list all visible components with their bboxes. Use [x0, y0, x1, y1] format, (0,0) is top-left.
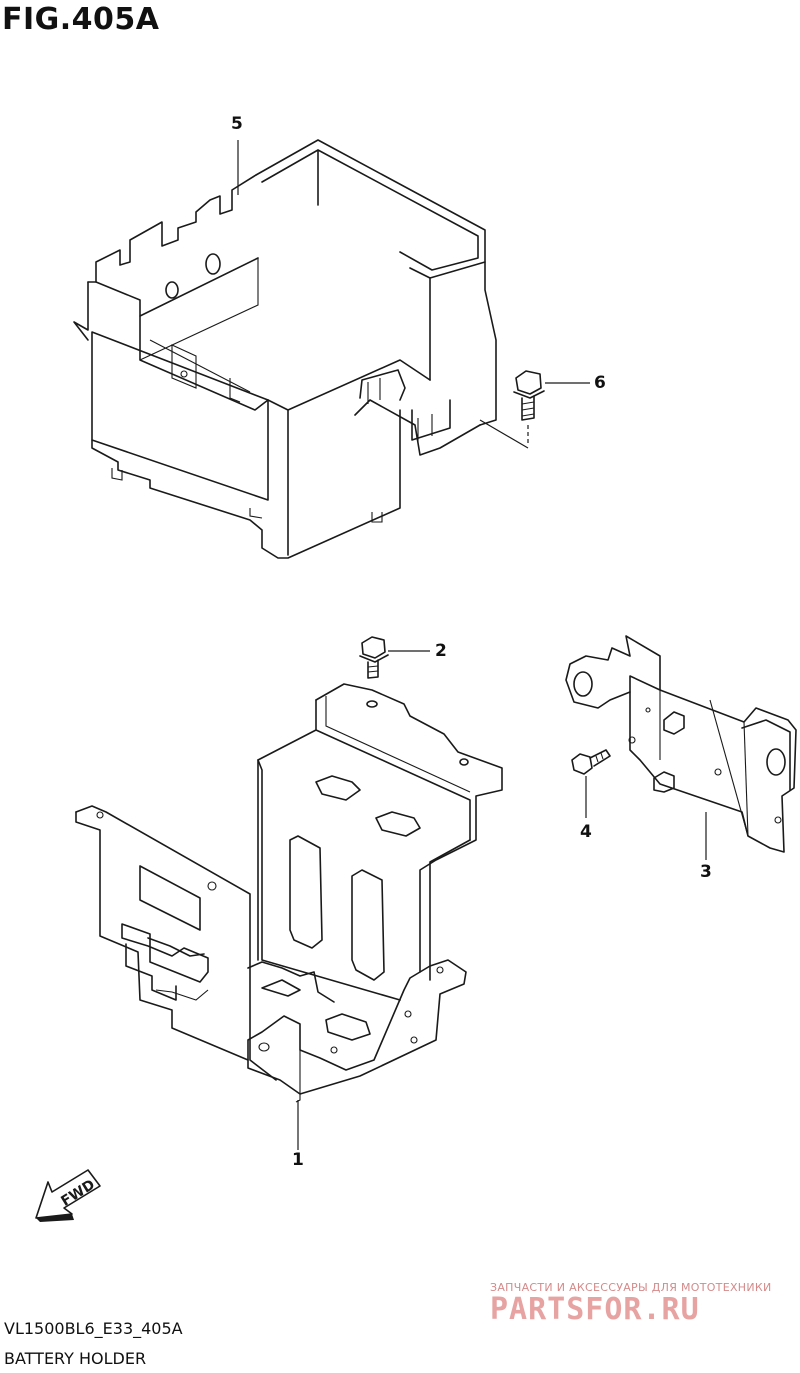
callout-1: 1 — [292, 1150, 304, 1170]
part-4-bracket-bolt — [571, 749, 611, 775]
callout-6: 6 — [594, 373, 606, 393]
part-6-box-bolt — [513, 370, 545, 421]
figure-code: VL1500BL6_E33_405A — [4, 1319, 183, 1338]
callout-2: 2 — [435, 641, 447, 661]
fwd-arrow-icon: FWD — [35, 1169, 101, 1222]
figure-title: FIG.405A — [2, 2, 160, 37]
part-5-battery-box — [73, 139, 497, 559]
callout-4: 4 — [580, 822, 592, 842]
figure-caption: BATTERY HOLDER — [4, 1349, 147, 1368]
part-2-tray-bolt — [359, 636, 389, 679]
callout-3: 3 — [700, 862, 712, 882]
watermark-tagline: ЗАПЧАСТИ И АКСЕССУАРЫ ДЛЯ МОТОТЕХНИКИ — [490, 1281, 772, 1294]
part-1-battery-tray — [75, 683, 503, 1103]
part-3-holder-bracket — [565, 635, 797, 853]
watermark-brand: PARTSFOR.RU — [490, 1292, 700, 1327]
callout-5: 5 — [231, 114, 243, 134]
